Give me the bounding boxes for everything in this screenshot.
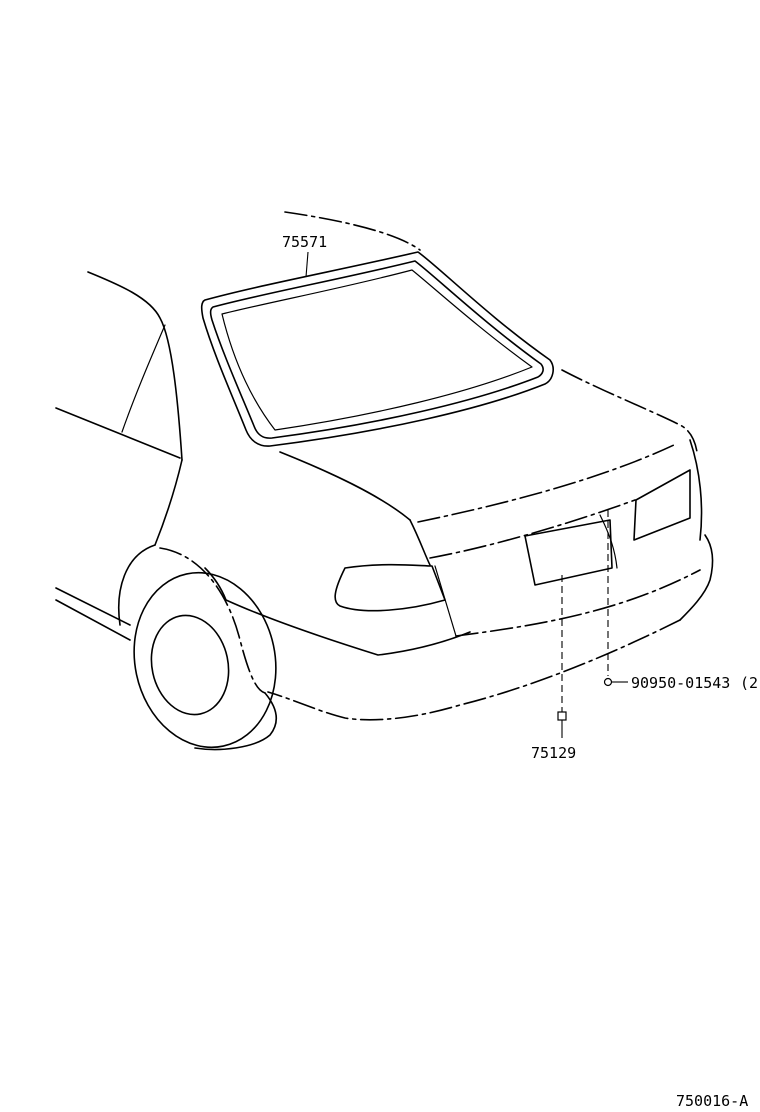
- car-rear-illustration: [55, 211, 714, 751]
- callout-75571: 75571: [282, 233, 327, 278]
- part-number-label: 75129: [531, 744, 576, 762]
- drawing-number: 750016-A: [676, 1092, 748, 1110]
- circle-marker-icon: [603, 677, 613, 687]
- callout-90950-01543: 90950-01543 (2): [603, 510, 760, 692]
- callout-75129: 75129: [531, 575, 576, 762]
- part-number-label: 75571: [282, 233, 327, 251]
- square-marker-icon: [557, 711, 567, 721]
- quantity-label: (2): [740, 674, 760, 692]
- part-number-label: 90950-01543: [631, 674, 730, 692]
